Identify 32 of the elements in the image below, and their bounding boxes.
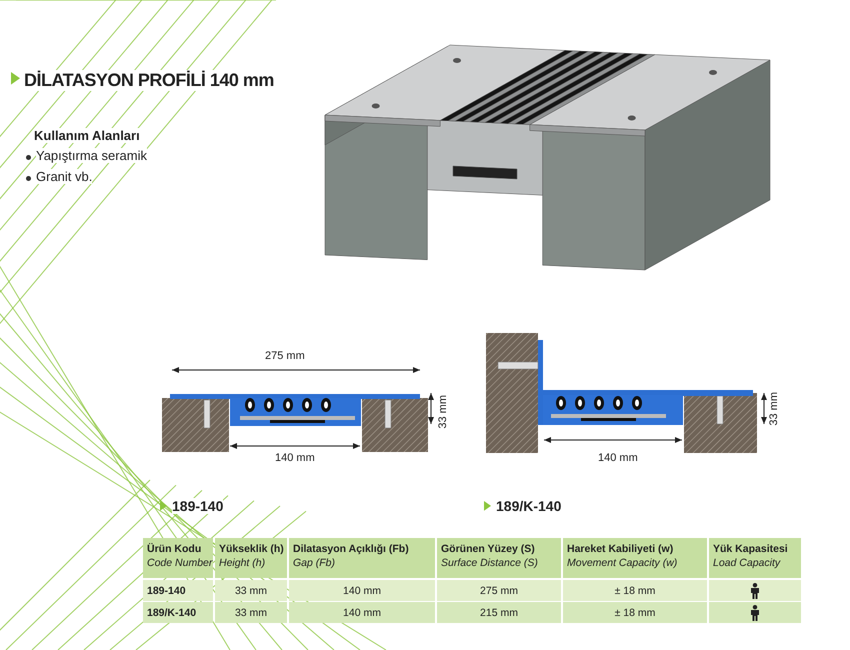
column-subheading: Surface Distance (S) (441, 556, 539, 570)
table-cell: 275 mm (437, 580, 561, 601)
column-subheading: Gap (Fb) (293, 556, 336, 570)
list-item: Yapıştırma seramik (36, 148, 148, 163)
column-heading: Dilatasyon Açıklığı (Fb) (293, 542, 410, 556)
column-subheading: Movement Capacity (w) (567, 556, 678, 570)
dimension-text: 275 mm (265, 350, 305, 362)
column-subheading: Load Capacity (713, 556, 782, 570)
column-subheading: Height (h) (219, 556, 266, 570)
table-cell: 33 mm (215, 580, 287, 601)
column-heading: Hareket Kabiliyeti (w) (567, 542, 674, 556)
column-heading: Görünen Yüzey (S) (441, 542, 536, 556)
dimension-text: 33 mm (768, 392, 780, 426)
dimension-text: 33 mm (437, 395, 449, 429)
column-heading: Yük Kapasitesi (713, 542, 789, 556)
table-cell: 189-140 (143, 580, 213, 601)
table-cell: ± 18 mm (563, 602, 707, 623)
column-heading: Yükseklik (h) (219, 542, 283, 556)
table-cell: 33 mm (215, 602, 287, 623)
product-code: 189/K-140 (496, 498, 562, 514)
product-code: 189-140 (172, 498, 224, 514)
list-item: Granit vb. (36, 169, 92, 184)
table-cell: 215 mm (437, 602, 561, 623)
dimension-text: 140 mm (598, 452, 638, 464)
table-cell: ± 18 mm (563, 580, 707, 601)
dimension-text: 140 mm (275, 452, 315, 464)
table-cell: 140 mm (289, 602, 435, 623)
table-cell: 140 mm (289, 580, 435, 601)
title: DİLATASYON PROFİLİ 140 mm (24, 70, 274, 91)
column-heading: Ürün Kodu (147, 542, 202, 556)
section-heading: Kullanım Alanları (34, 128, 140, 143)
table-cell: 189/K-140 (143, 602, 213, 623)
